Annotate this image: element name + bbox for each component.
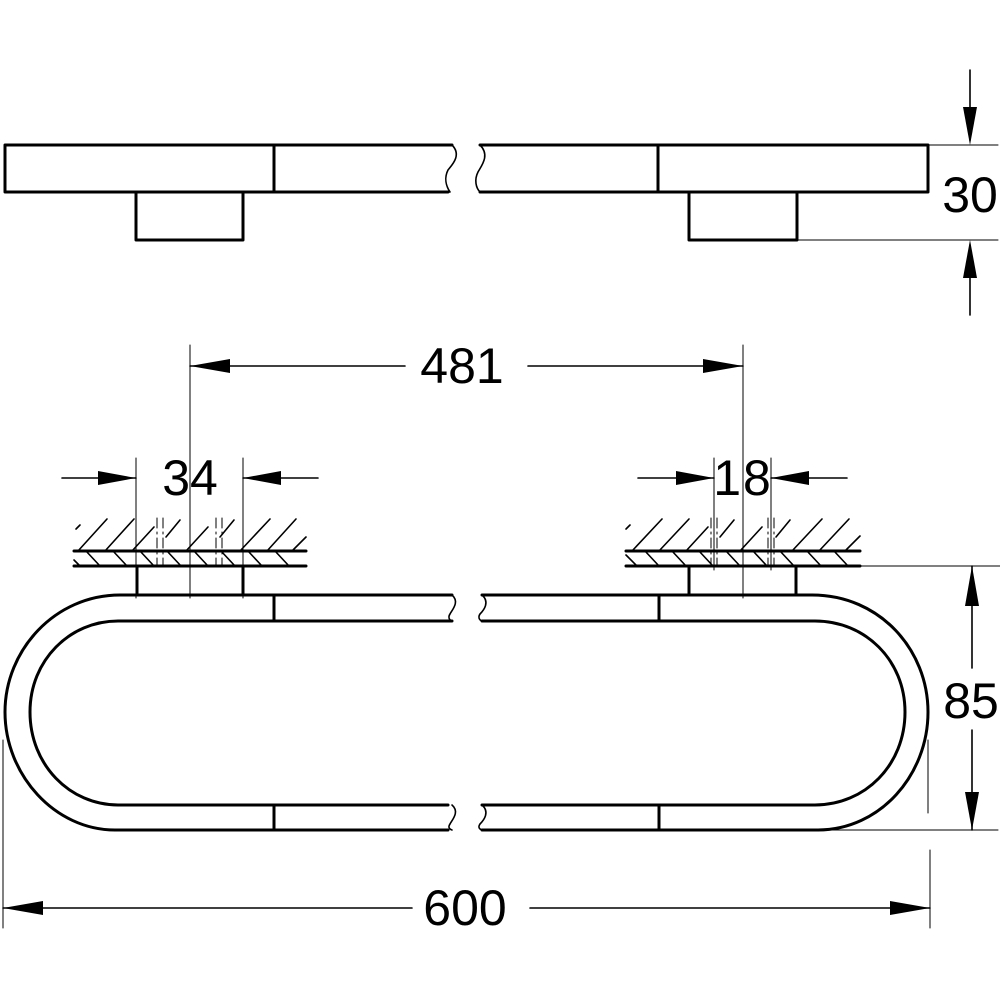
break-line-ring-top-right <box>478 594 487 622</box>
arrow-right-icon <box>703 359 743 373</box>
arrow-down-icon <box>963 107 977 145</box>
dimension-600-label: 600 <box>419 883 511 933</box>
top-view <box>3 69 999 316</box>
dimension-34-label: 34 <box>162 450 218 506</box>
arrow-right-icon <box>98 471 136 485</box>
ring-outer-left <box>3 593 454 832</box>
break-line-ring-top-left <box>448 594 457 622</box>
arrow-up-icon <box>965 566 979 606</box>
top-mount-right <box>687 190 799 242</box>
arrow-left-icon <box>771 471 809 485</box>
break-line-ring-bottom-right <box>478 804 487 831</box>
arrow-left-icon <box>3 901 43 915</box>
top-mount-left <box>134 190 245 242</box>
front-mount-left <box>135 564 245 597</box>
arrow-left-icon <box>190 359 230 373</box>
arrow-right-icon <box>890 901 930 915</box>
ring-outer-right <box>480 593 930 832</box>
dimension-30-label: 30 <box>942 167 998 223</box>
break-line-ring-bottom-left <box>448 804 457 831</box>
arrow-down-icon <box>965 792 979 830</box>
wall-hatch-right <box>624 517 1000 568</box>
break-line-left <box>445 144 457 193</box>
dimension-481-label: 481 <box>416 341 508 391</box>
arrow-right-icon <box>676 471 714 485</box>
ring-inner-right <box>480 619 907 807</box>
front-mount-right <box>687 564 798 597</box>
front-view <box>2 344 1000 929</box>
arrow-up-icon <box>963 240 977 278</box>
arrow-left-icon <box>243 471 281 485</box>
ring-inner-left <box>28 619 454 807</box>
break-line-right <box>475 144 486 193</box>
top-bar-right <box>478 143 930 194</box>
dimension-85-label: 85 <box>939 676 1000 726</box>
dimension-18-label: 18 <box>713 450 773 506</box>
top-bar-left <box>3 143 454 194</box>
